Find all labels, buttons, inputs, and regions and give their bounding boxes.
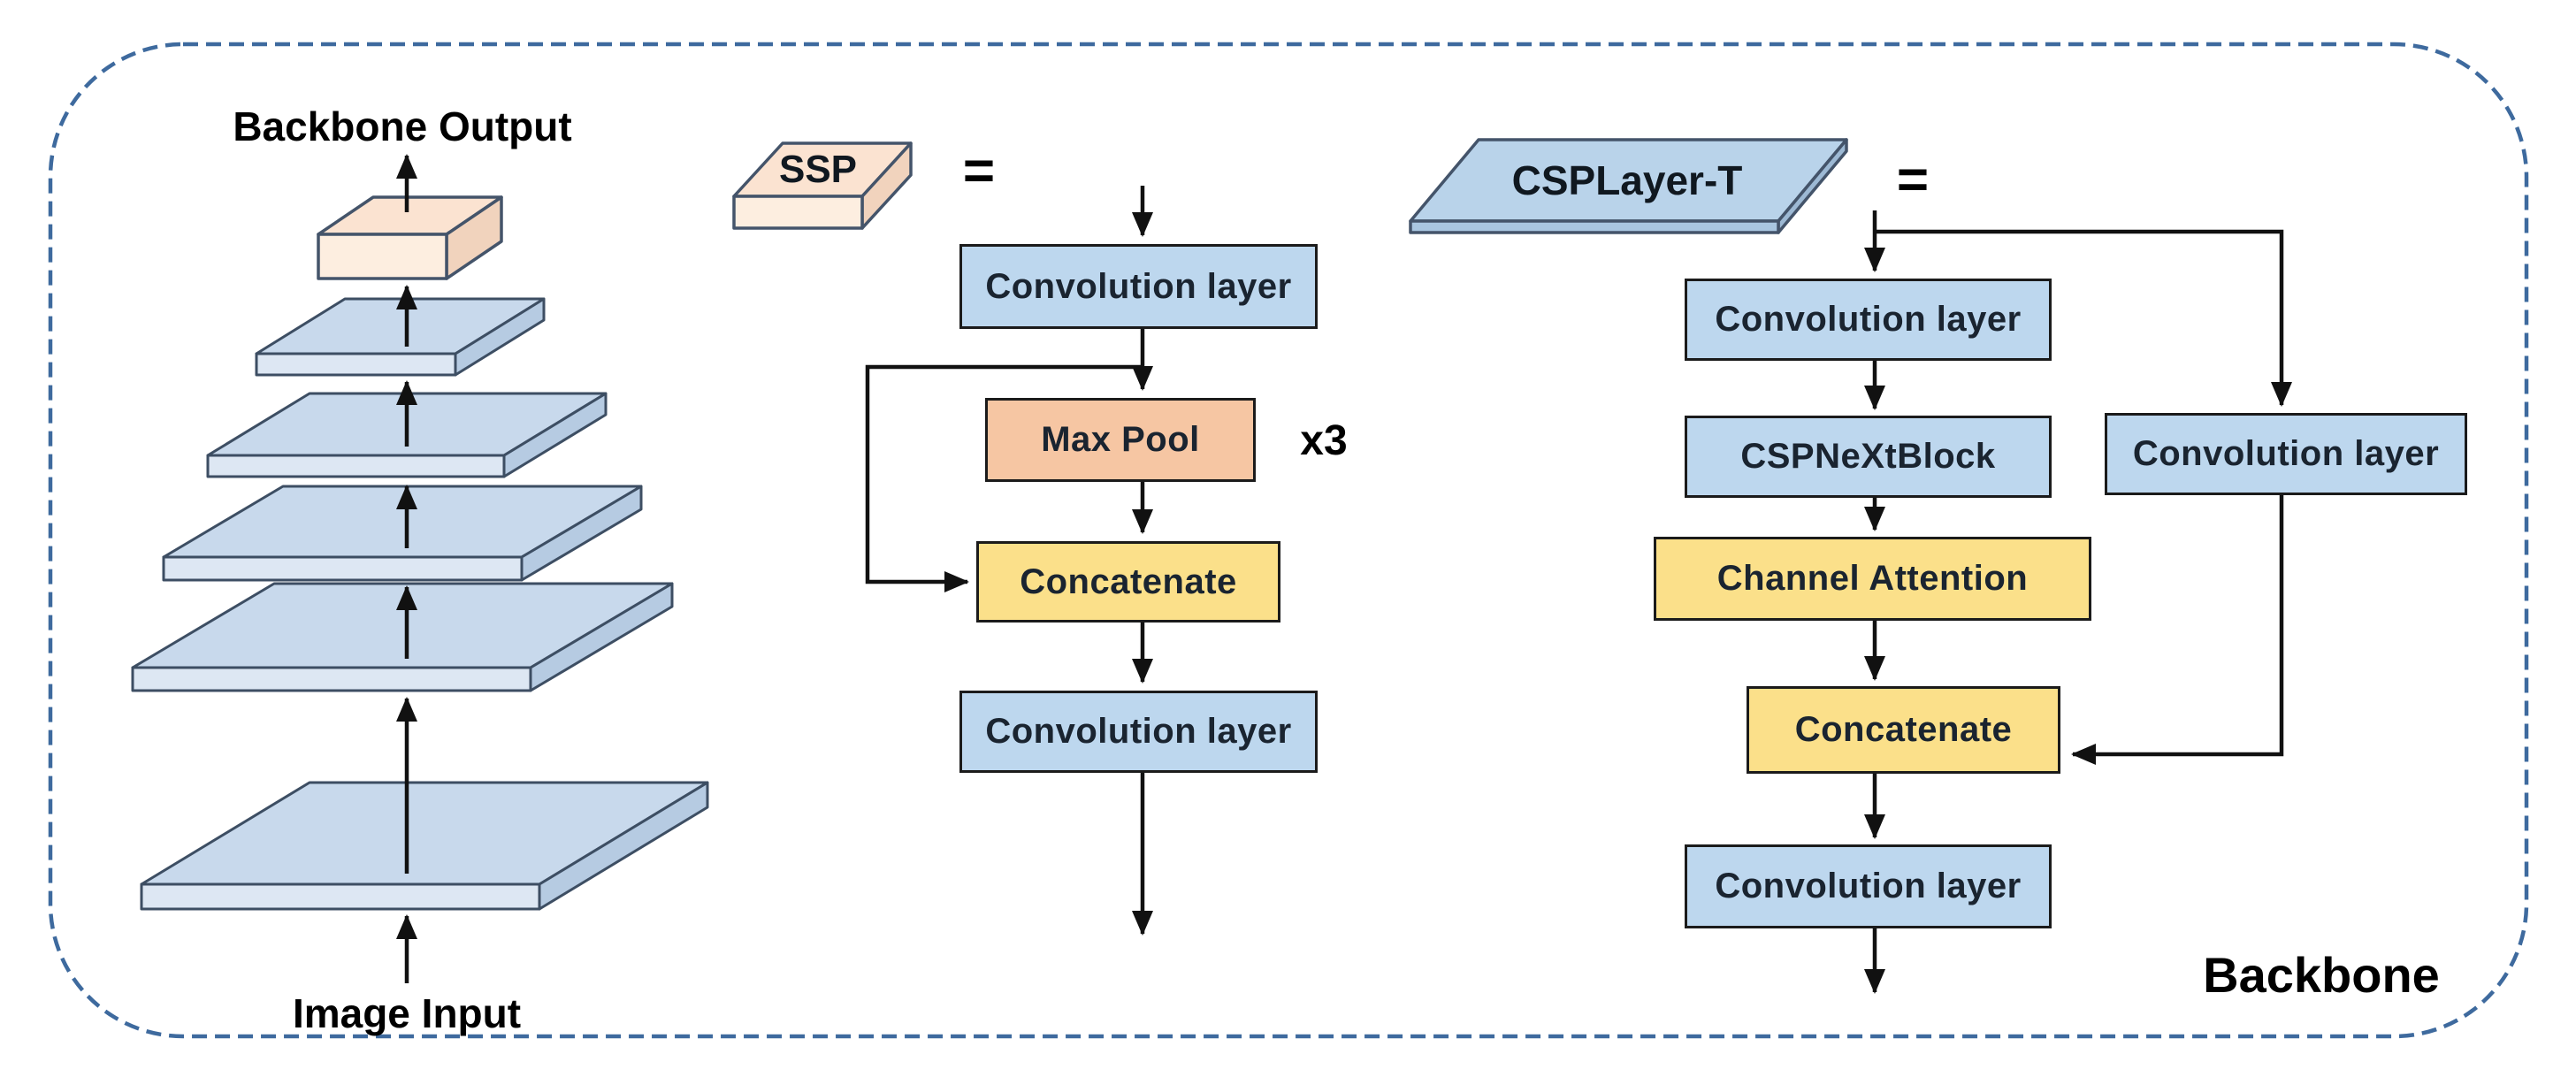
ssp-convolution-layer-1: Convolution layer bbox=[959, 244, 1318, 329]
csplayer-3d-block bbox=[1409, 138, 1848, 234]
csp-channel-attention: Channel Attention bbox=[1654, 537, 2091, 621]
ssp-max-pool: Max Pool bbox=[985, 398, 1256, 482]
ssp-equals-sign: = bbox=[962, 140, 996, 202]
pyramid-slab-3 bbox=[162, 485, 643, 582]
pyramid-slab-2 bbox=[131, 582, 674, 692]
csp-branch-line bbox=[1875, 229, 2292, 407]
ssp-3d-block bbox=[732, 141, 913, 230]
csp-cspnextblock: CSPNeXtBlock bbox=[1685, 416, 2052, 498]
csp-convolution-layer-branch: Convolution layer bbox=[2105, 413, 2467, 495]
maxpool-repeat-label: x3 bbox=[1300, 416, 1348, 464]
csp-convolution-layer-1: Convolution layer bbox=[1685, 279, 2052, 361]
ssp-concatenate: Concatenate bbox=[976, 541, 1280, 623]
csp-branch-return-line bbox=[2071, 495, 2284, 765]
backbone-output-label: Backbone Output bbox=[233, 103, 572, 149]
image-input-label: Image Input bbox=[292, 990, 522, 1036]
pyramid-slab-1 bbox=[140, 781, 709, 911]
csp-connectors bbox=[1864, 210, 2292, 994]
ssp-skip-connection bbox=[865, 364, 1143, 592]
csp-equals-sign: = bbox=[1896, 149, 1930, 210]
ssp-block-label: SSP bbox=[778, 148, 858, 191]
backbone-region-label: Backbone bbox=[2203, 946, 2440, 1003]
ssp-convolution-layer-2: Convolution layer bbox=[959, 691, 1318, 773]
backbone-boundary-border bbox=[48, 42, 2529, 1039]
csplayer-block-label: CSPLayer-T bbox=[1511, 157, 1743, 203]
pyramid-slab-5 bbox=[255, 297, 546, 377]
csp-concatenate: Concatenate bbox=[1747, 686, 2060, 774]
ssp-connectors bbox=[865, 186, 1153, 936]
pyramid-output-block bbox=[317, 195, 503, 280]
csp-convolution-layer-2: Convolution layer bbox=[1685, 844, 2052, 928]
feature-pyramid bbox=[131, 195, 709, 911]
